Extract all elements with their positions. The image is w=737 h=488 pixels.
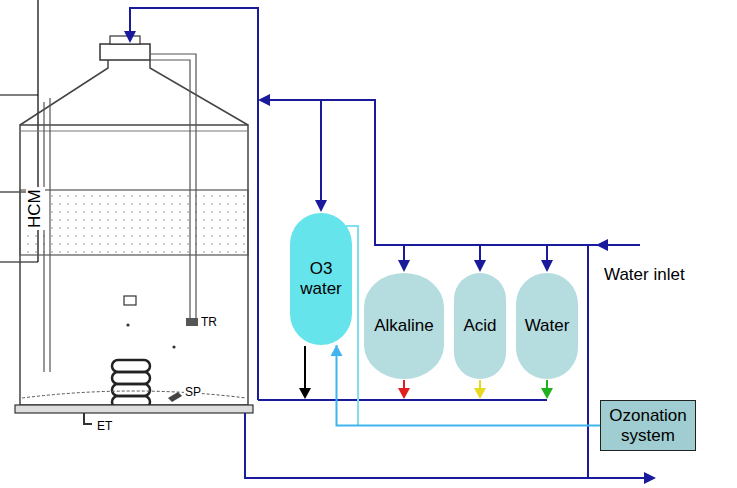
- part-label: TR: [200, 316, 218, 329]
- part-label: SP: [184, 386, 202, 399]
- capsule-label: Acid: [463, 316, 496, 336]
- box-label: Ozonation system: [607, 406, 689, 445]
- tank-capsule: Acid: [454, 273, 506, 379]
- tank-capsule: Alkaline: [364, 273, 444, 379]
- part-label: Water inlet: [604, 266, 685, 285]
- part-label: ET: [96, 420, 113, 433]
- capsule-label: O3 water: [294, 259, 348, 298]
- tank-capsule: Water: [516, 273, 578, 379]
- process-box: Ozonation system: [600, 400, 696, 451]
- part-label: HCM: [26, 187, 45, 230]
- capsule-label: Alkaline: [374, 316, 434, 336]
- capsule-label: Water: [525, 316, 570, 336]
- tank-capsule: O3 water: [290, 213, 352, 345]
